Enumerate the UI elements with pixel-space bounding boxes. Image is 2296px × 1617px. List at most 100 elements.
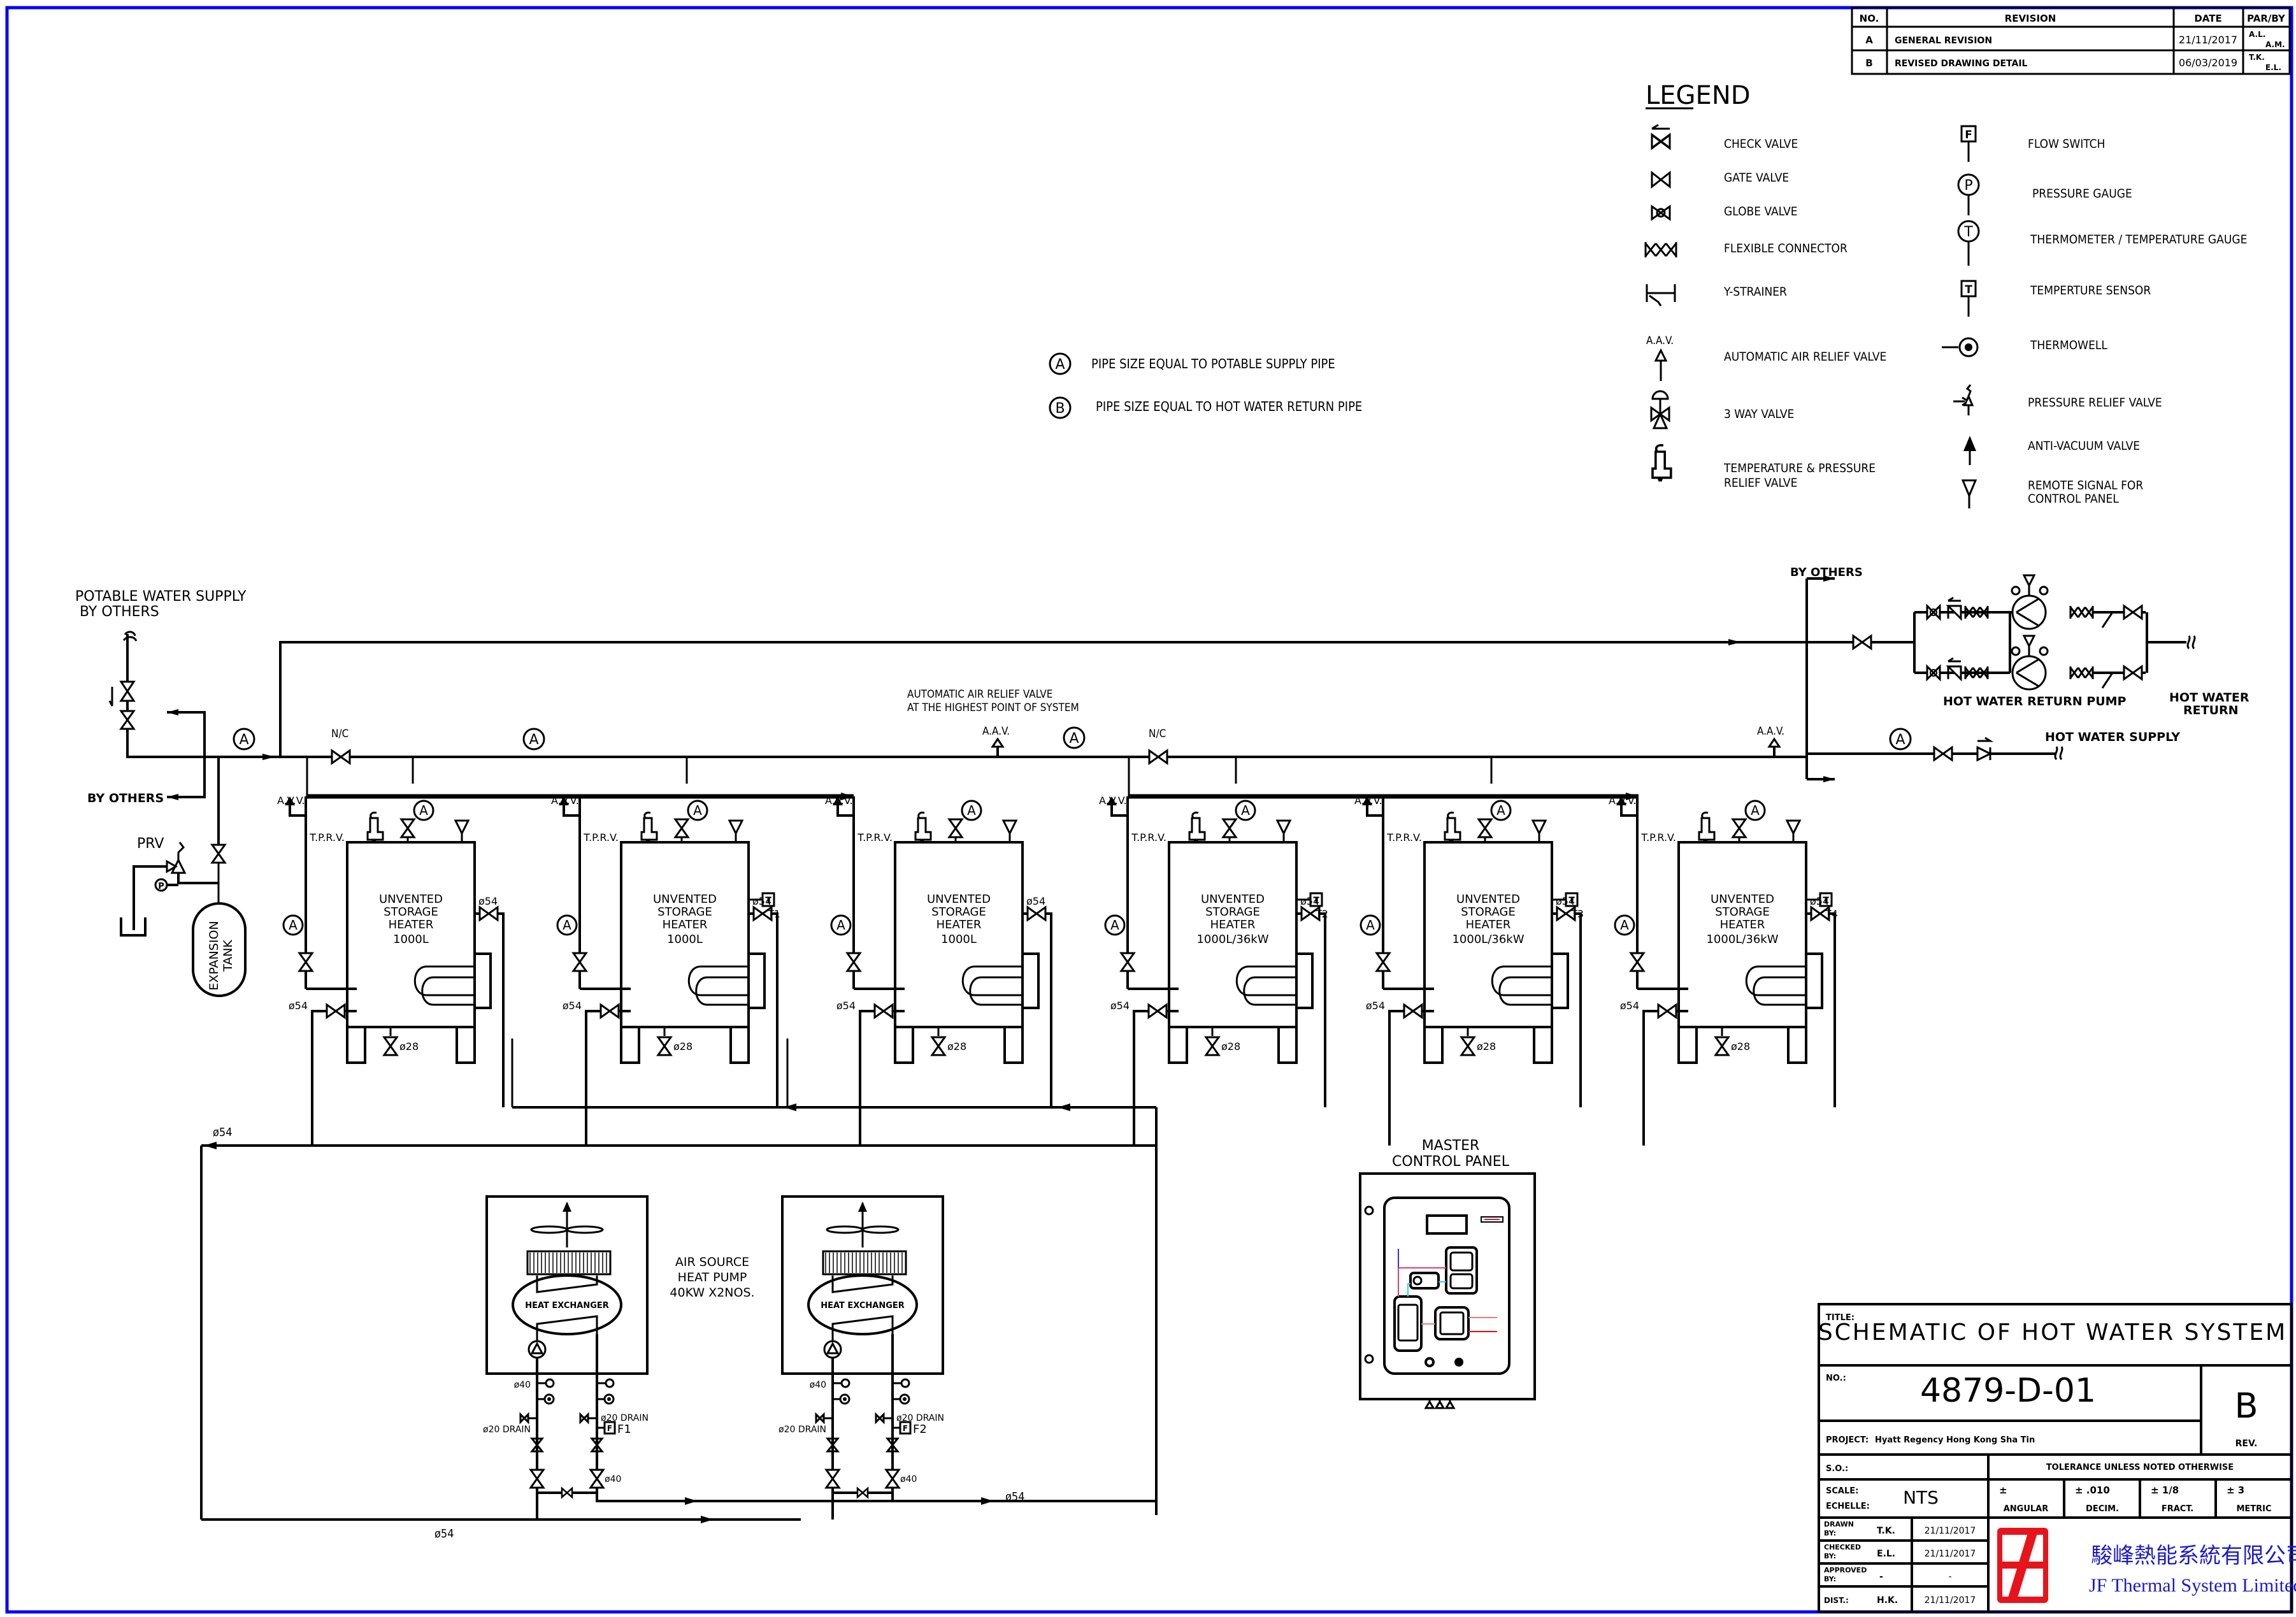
master-control-panel[interactable]: MASTER CONTROL PANEL — [1359, 1138, 1536, 1409]
pipe-a-tag: A — [529, 732, 538, 748]
drawing-number: 4879-D-01 — [1920, 1372, 2096, 1410]
tprv-icon — [1698, 811, 1716, 844]
outlet-valve[interactable] — [478, 906, 499, 921]
pressure-gauge-icon — [900, 1378, 910, 1388]
coil-fins — [526, 1250, 612, 1276]
heater-leg — [1677, 1026, 1698, 1064]
heater-capacity: 1000L — [667, 933, 703, 946]
flow-switch-icon — [899, 1421, 912, 1435]
drain-label: ø20 DRAIN — [778, 1425, 826, 1435]
isolation-valve[interactable] — [529, 1469, 545, 1489]
fan-icon — [530, 1225, 568, 1234]
element-housing — [1022, 952, 1040, 1009]
scale-label-1: SCALE: — [1826, 1486, 1858, 1496]
return-valve[interactable] — [1147, 1003, 1168, 1019]
sensor-tag: T3 — [1570, 908, 1584, 920]
rev-label: REV. — [2235, 1439, 2258, 1449]
isolation-valve[interactable] — [298, 952, 313, 972]
heater-capacity: 1000L/36kW — [1452, 933, 1524, 946]
temperature-sensor-icon — [761, 892, 775, 907]
flow-switch-glyph: F — [607, 1424, 612, 1433]
remote-signal-icon — [1532, 819, 1547, 844]
isolation-valve[interactable] — [1732, 818, 1747, 838]
aav-label: A.A.V. — [1757, 725, 1784, 738]
isolation-valve[interactable] — [572, 952, 587, 972]
return-valve[interactable] — [599, 1003, 620, 1019]
heating-coil — [1498, 976, 1552, 1006]
return-header: N/C A A.A.V. AUTOMATIC AIR RELIEF VALVE … — [275, 639, 1807, 800]
note-a-symbol: A — [1055, 357, 1065, 373]
ashp-label-1: AIR SOURCE — [675, 1255, 749, 1269]
rev-by: A.M. — [2265, 40, 2285, 49]
check-valve-icon — [1651, 124, 1671, 150]
isolation-valve[interactable] — [1222, 818, 1237, 838]
potable-label-1: POTABLE WATER SUPPLY — [75, 589, 247, 605]
anti-vacuum-valve-icon — [1107, 796, 1117, 805]
heater-label: STORAGE — [657, 905, 712, 919]
heater-label: UNVENTED — [1456, 893, 1520, 906]
tprv-label: T.P.R.V. — [1386, 831, 1422, 844]
isolation-valve[interactable] — [400, 818, 415, 838]
heater-leg — [1168, 1026, 1188, 1064]
scale-value: NTS — [1903, 1487, 1939, 1508]
pipe-size-label: ø54 — [289, 1000, 308, 1012]
revision-table: NO. REVISION DATE PAR/BY A GENERAL REVIS… — [1851, 6, 2291, 75]
isolation-valve[interactable] — [846, 952, 861, 972]
signoff-date: - — [1948, 1572, 1951, 1582]
pipe-size-label: ø40 — [605, 1474, 621, 1484]
signoff-row: CHECKED BY: E.L. 21/11/2017 — [1824, 1543, 1976, 1560]
drain-valve[interactable] — [1460, 1036, 1475, 1056]
flow-switch-tag: F2 — [913, 1423, 927, 1436]
heater-tank — [894, 841, 1024, 1028]
potable-water-supply: POTABLE WATER SUPPLY BY OTHERS BY OTHERS… — [75, 589, 275, 997]
hw-return-pump-label: HOT WATER RETURN PUMP — [1943, 694, 2127, 708]
drain-valve[interactable] — [383, 1036, 398, 1056]
return-valve[interactable] — [1403, 1003, 1423, 1019]
isolation-valve[interactable] — [1120, 952, 1135, 972]
rev-date: 21/11/2017 — [2179, 34, 2237, 46]
nc-valve-1[interactable] — [331, 749, 351, 765]
flow-switch-glyph: F — [903, 1424, 908, 1433]
isolation-valve[interactable] — [674, 818, 689, 838]
signoff-who: E.L. — [1877, 1549, 1895, 1559]
fan-icon — [826, 1225, 864, 1234]
heater-capacity: 1000L — [941, 933, 977, 946]
heater-label: UNVENTED — [927, 893, 991, 906]
isolation-valve[interactable] — [1375, 952, 1391, 972]
legend-label: GATE VALVE — [1724, 171, 1789, 185]
anti-vacuum-valve-icon — [1963, 436, 1976, 465]
drain-valve[interactable] — [931, 1036, 946, 1056]
isolation-valve[interactable] — [589, 1469, 605, 1489]
heater-leg — [1787, 1026, 1807, 1064]
project-name: Hyatt Regency Hong Kong Sha Tin — [1875, 1435, 2035, 1445]
rev-header-parby: PAR/BY — [2247, 13, 2286, 24]
legend-label: Y-STRAINER — [1723, 285, 1787, 299]
nc-label: N/C — [1149, 728, 1166, 740]
isolation-valve[interactable] — [1477, 818, 1493, 838]
storage-heater: UNVENTEDSTORAGEHEATER1000L/36kWT.P.R.V.A… — [1354, 794, 1584, 1146]
element-housing — [749, 952, 766, 1009]
hw-return-label-1: HOT WATER — [2169, 691, 2249, 705]
isolation-valve[interactable] — [948, 818, 963, 838]
isolation-valve[interactable] — [885, 1469, 900, 1489]
heater-label: STORAGE — [1715, 905, 1770, 919]
drain-valve[interactable] — [1205, 1036, 1220, 1056]
return-valve[interactable] — [1657, 1003, 1677, 1019]
signoff-label: DRAWN — [1824, 1520, 1854, 1528]
drain-valve[interactable] — [1714, 1036, 1730, 1056]
return-valve[interactable] — [873, 1003, 894, 1019]
thermowell-icon — [543, 1393, 555, 1405]
project-label: PROJECT: — [1826, 1435, 1869, 1445]
isolation-valve[interactable] — [825, 1469, 840, 1489]
heater-tank — [1677, 841, 1807, 1028]
sensor-tag: T4 — [1825, 908, 1838, 920]
drain-valve-icon — [875, 1412, 885, 1425]
aav-label: A.A.V. — [982, 725, 1010, 738]
heater-capacity: 1000L — [393, 933, 429, 946]
isolation-valve[interactable] — [1630, 952, 1645, 972]
return-valve[interactable] — [326, 1003, 346, 1019]
no-label: NO.: — [1826, 1374, 1846, 1383]
drain-valve[interactable] — [657, 1036, 672, 1056]
outlet-valve[interactable] — [1026, 906, 1047, 921]
tprv-label: T.P.R.V. — [583, 831, 619, 844]
